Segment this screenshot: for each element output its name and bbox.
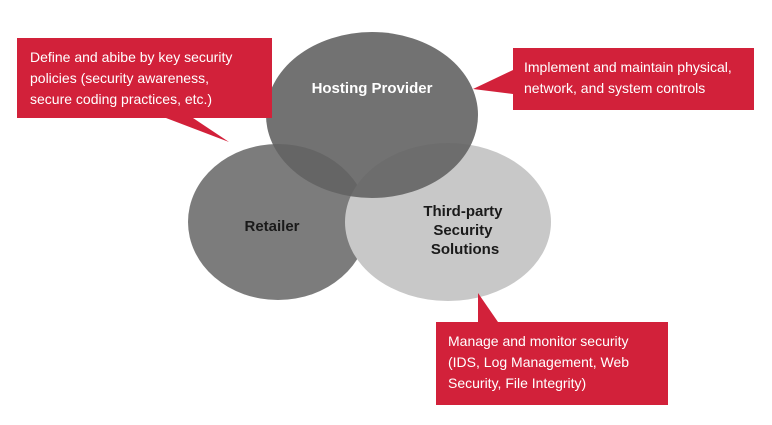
callout-line: network, and system controls [524,80,705,96]
circle-label-retailer: Retailer [244,218,299,235]
callout-retailer-shape [17,38,272,142]
callout-line: Define and abibe by key security [30,49,232,65]
callout-hosting-provider: Implement and maintain physical, network… [473,48,754,110]
callout-retailer-text: Define and abibe by key security policie… [30,49,236,107]
callout-third-party: Manage and monitor security (IDS, Log Ma… [436,293,668,405]
circle-label-line: Retailer [244,218,299,235]
callout-hosting-provider-shape [473,48,754,110]
circle-label-line: Solutions [431,241,499,258]
circle-label-hosting-provider: Hosting Provider [312,80,433,97]
callout-line: Security, File Integrity) [448,375,586,391]
callout-line: (IDS, Log Management, Web [448,354,629,370]
callout-line: Manage and monitor security [448,333,629,349]
callout-third-party-text: Manage and monitor security (IDS, Log Ma… [448,333,633,391]
circle-label-line: Hosting Provider [312,80,433,97]
callout-line: Implement and maintain physical, [524,59,732,75]
circle-hosting-provider [266,32,478,198]
callout-line: policies (security awareness, [30,70,209,86]
callout-line: secure coding practices, etc.) [30,91,212,107]
circle-label-third-party: Third-party Security Solutions [423,203,506,258]
circle-label-line: Security [433,222,493,239]
callout-retailer: Define and abibe by key security policie… [17,38,272,142]
callout-hosting-provider-text: Implement and maintain physical, network… [524,59,736,96]
callout-third-party-shape [436,293,668,405]
circle-label-line: Third-party [423,203,503,220]
